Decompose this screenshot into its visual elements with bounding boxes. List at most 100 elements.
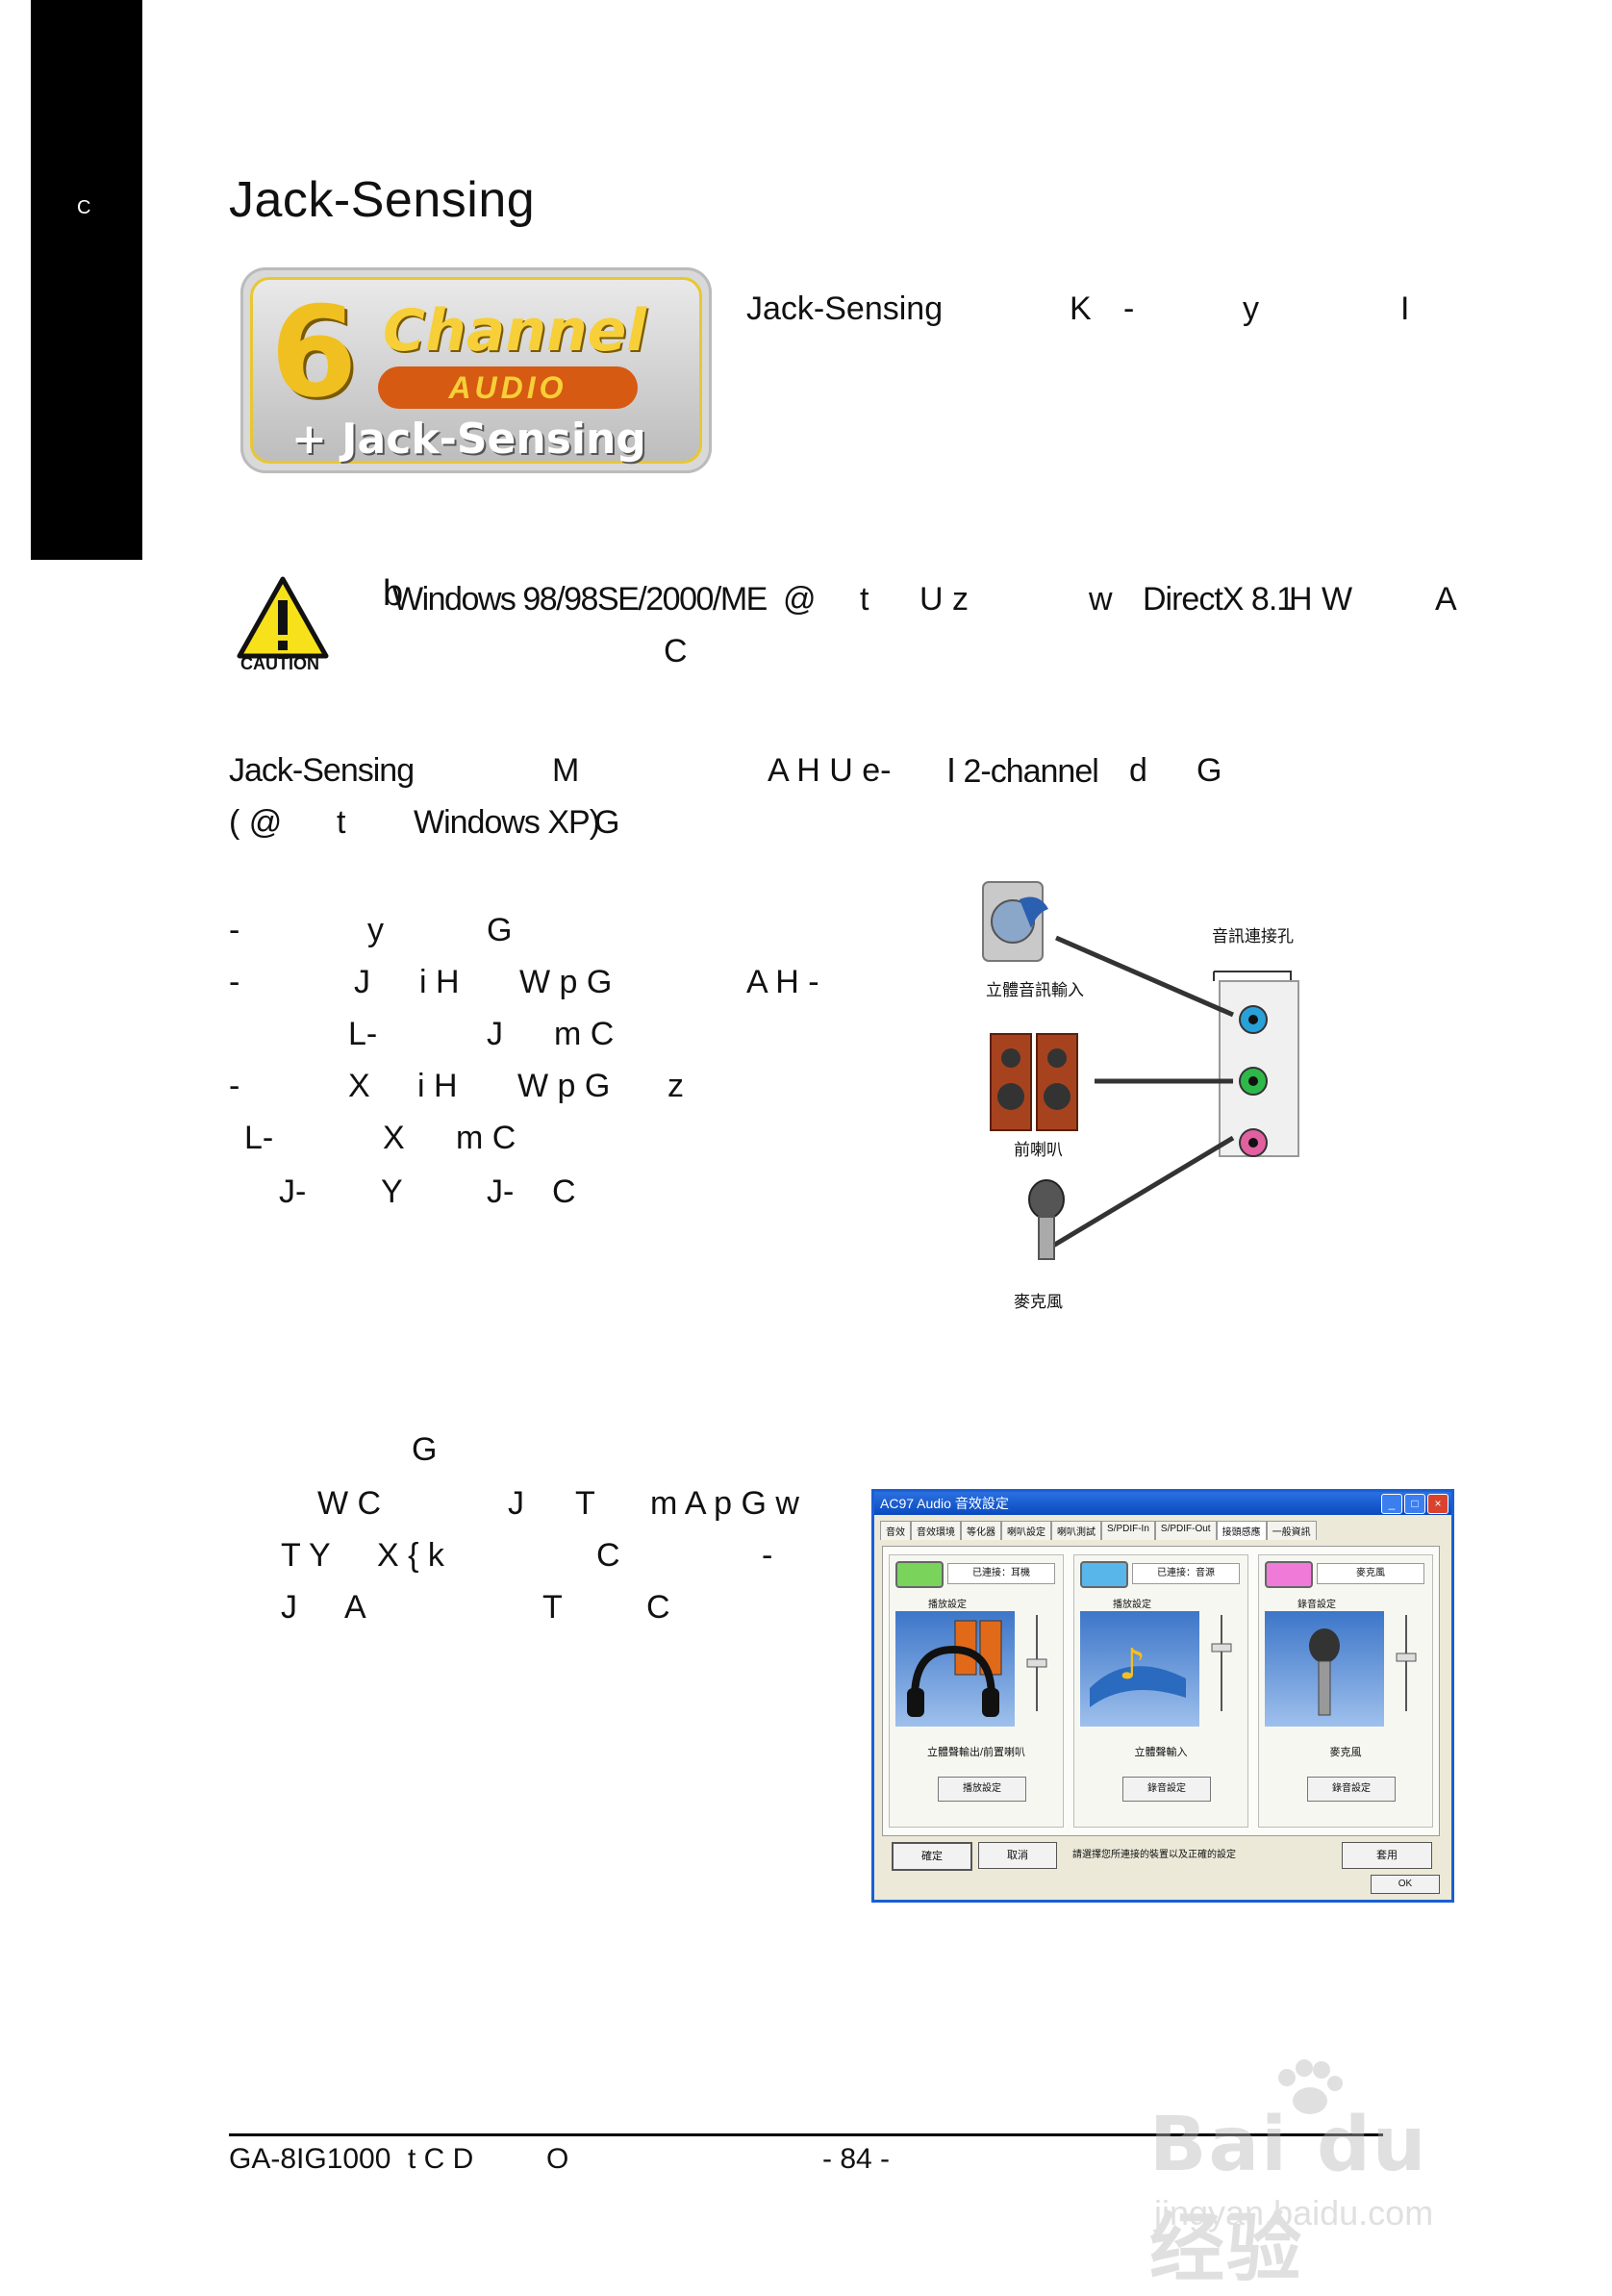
caution-seg: U z: [919, 581, 969, 618]
list-seg: G: [487, 912, 513, 948]
panel-line-in: 已連接：音源 播放設定 ♪ 立體聲輸入 錄音設定: [1073, 1554, 1248, 1828]
tab[interactable]: S/PDIF-Out: [1154, 1521, 1217, 1540]
panel-mic: 麥克風 錄音設定 麥克風 錄音設定: [1258, 1554, 1433, 1828]
dialog-title: AC97 Audio 音效設定: [880, 1496, 1009, 1511]
dialog-tabs: 音效 音效環境 等化器 喇叭設定 喇叭測試 S/PDIF-In S/PDIF-O…: [874, 1515, 1451, 1540]
para3-seg: G: [412, 1431, 438, 1468]
cancel-button[interactable]: 取消: [978, 1842, 1057, 1869]
tab[interactable]: 音效: [880, 1521, 911, 1540]
confirm-button[interactable]: 確定: [892, 1842, 972, 1871]
caution-label: CAUTION: [240, 654, 319, 673]
list-bullet: -: [229, 1068, 240, 1104]
list-seg: m C: [554, 1016, 615, 1052]
tab[interactable]: 一般資訊: [1266, 1521, 1317, 1540]
tab[interactable]: 等化器: [961, 1521, 1001, 1540]
watermark-url: jingyan.baidu.com: [1154, 2193, 1434, 2233]
para3-seg: -: [762, 1537, 773, 1574]
minimize-icon[interactable]: _: [1381, 1494, 1402, 1514]
panel-settings-button[interactable]: 播放設定: [938, 1777, 1026, 1802]
para2-channel: Ⅰ 2-channel: [946, 753, 1099, 790]
caution-seg: A: [1435, 581, 1457, 618]
maximize-icon[interactable]: □: [1404, 1494, 1425, 1514]
tab[interactable]: 喇叭測試: [1051, 1521, 1101, 1540]
list-seg: L-: [244, 1120, 274, 1156]
page-title: Jack-Sensing: [229, 172, 536, 228]
logo-channel: Channel: [383, 297, 646, 365]
volume-slider[interactable]: [1022, 1615, 1051, 1711]
list-seg: X: [383, 1120, 405, 1156]
caution-seg: H W: [1289, 581, 1353, 618]
panel-settings-button[interactable]: 錄音設定: [1307, 1777, 1396, 1802]
svg-text:♪: ♪: [1119, 1640, 1146, 1689]
para3-seg: A: [344, 1589, 366, 1626]
para3-seg: C: [596, 1537, 620, 1574]
dialog-note: 請選擇您所連接的裝置以及正確的設定: [1072, 1850, 1236, 1860]
para2-seg: A H U e-: [768, 752, 892, 789]
footer-rule: [229, 2133, 1383, 2136]
panel-device-name: 立體聲輸出/前置喇叭: [926, 1747, 1026, 1758]
tab[interactable]: 音效環境: [911, 1521, 961, 1540]
intro-term: Jack-Sensing: [746, 290, 944, 327]
close-icon[interactable]: ×: [1427, 1494, 1448, 1514]
tab[interactable]: S/PDIF-In: [1101, 1521, 1155, 1540]
para2-seg: d: [1129, 752, 1147, 789]
tab[interactable]: 喇叭設定: [1001, 1521, 1051, 1540]
dialog-bottom-bar: 確定 取消 請選擇您所連接的裝置以及正確的設定 套用: [882, 1842, 1438, 1871]
label-line-in: 立體音訊輸入: [986, 981, 1084, 999]
para3-seg: W C: [317, 1485, 382, 1522]
list-seg: y: [367, 912, 384, 948]
logo-digit: 6: [270, 279, 358, 425]
label-audio-jacks: 音訊連接孔: [1212, 927, 1294, 946]
para2-seg: t: [337, 804, 346, 841]
panel-sub: 播放設定: [928, 1600, 967, 1610]
apply-button[interactable]: 套用: [1342, 1842, 1432, 1869]
label-front-speaker: 前喇叭: [1014, 1141, 1063, 1159]
jack-color-blue: [1080, 1561, 1128, 1588]
headphone-icon: [895, 1611, 1015, 1727]
baidu-paw-icon: [1278, 2059, 1343, 2114]
para3-seg: J: [281, 1589, 297, 1626]
panel-device-name: 立體聲輸入: [1134, 1747, 1188, 1758]
side-tab-label: C: [77, 197, 91, 218]
para3-seg: m A p G w: [650, 1485, 799, 1522]
para2-seg: G: [1196, 752, 1222, 789]
list-seg: Y: [381, 1173, 403, 1210]
panel-caption: 麥克風: [1317, 1563, 1424, 1584]
label-microphone: 麥克風: [1014, 1293, 1063, 1311]
list-seg: J: [487, 1016, 503, 1052]
para3-seg: T: [542, 1589, 563, 1626]
music-icon: ♪: [1080, 1611, 1199, 1727]
intro-seg: -: [1123, 290, 1135, 327]
list-seg: L-: [348, 1016, 378, 1052]
intro-seg: I: [1400, 290, 1410, 327]
para3-seg: T: [575, 1485, 595, 1522]
list-seg: A H -: [746, 964, 819, 1000]
panel-caption: 已連接：音源: [1132, 1563, 1240, 1584]
para2-seg: M: [552, 752, 580, 789]
page-number: - 84 -: [822, 2143, 891, 2175]
tab-jack-sensing[interactable]: 接頭感應: [1216, 1521, 1267, 1540]
intro-seg: K: [1070, 290, 1092, 327]
volume-slider[interactable]: [1207, 1615, 1236, 1711]
baidu-watermark: Bai du 经验 jingyan.baidu.com: [1145, 2058, 1529, 2292]
list-seg: J-: [279, 1173, 307, 1210]
jack-color-pink: [1265, 1561, 1313, 1588]
six-channel-audio-logo: 6 Channel AUDIO + Jack-Sensing: [240, 267, 712, 473]
panel-front-out: 已連接：耳機 播放設定 立體聲輸出/前置喇叭 播放設定: [889, 1554, 1064, 1828]
list-seg: i H: [419, 964, 460, 1000]
list-seg: i H: [417, 1068, 458, 1104]
panel-sub: 播放設定: [1113, 1600, 1151, 1610]
microphone-icon: [1265, 1611, 1384, 1727]
panel-settings-button[interactable]: 錄音設定: [1122, 1777, 1211, 1802]
volume-slider[interactable]: [1392, 1615, 1421, 1711]
ok-button[interactable]: OK: [1371, 1875, 1440, 1894]
list-bullet: -: [229, 964, 240, 1000]
footer-model: GA-8IG1000: [229, 2143, 391, 2175]
panel-device-name: 麥克風: [1329, 1747, 1362, 1758]
footer-seg: t C D: [408, 2143, 474, 2175]
list-seg: X: [348, 1068, 370, 1104]
para2-term: Jack-Sensing: [229, 752, 415, 789]
dialog-body: 已連接：耳機 播放設定 立體聲輸出/前置喇叭 播放設定 已連接：音源: [882, 1546, 1440, 1836]
footer-seg: O: [546, 2143, 569, 2175]
jack-connection-diagram: 音訊連接孔 立體音訊輸入 前喇叭 麥克風: [981, 880, 1327, 1327]
